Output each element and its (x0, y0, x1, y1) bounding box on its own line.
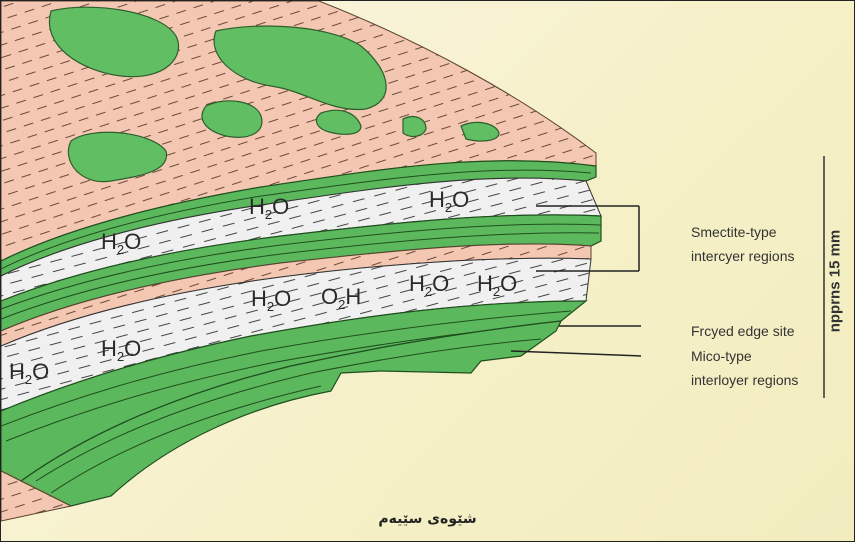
figure-caption: شێوەی سێیەم (1, 511, 854, 527)
smectite-label: Smectite-type intercyer regions (691, 220, 795, 268)
frayed-edge-label: Frcyed edge site (691, 319, 795, 343)
mica-label: Mico-type interloyer regions (691, 344, 798, 392)
